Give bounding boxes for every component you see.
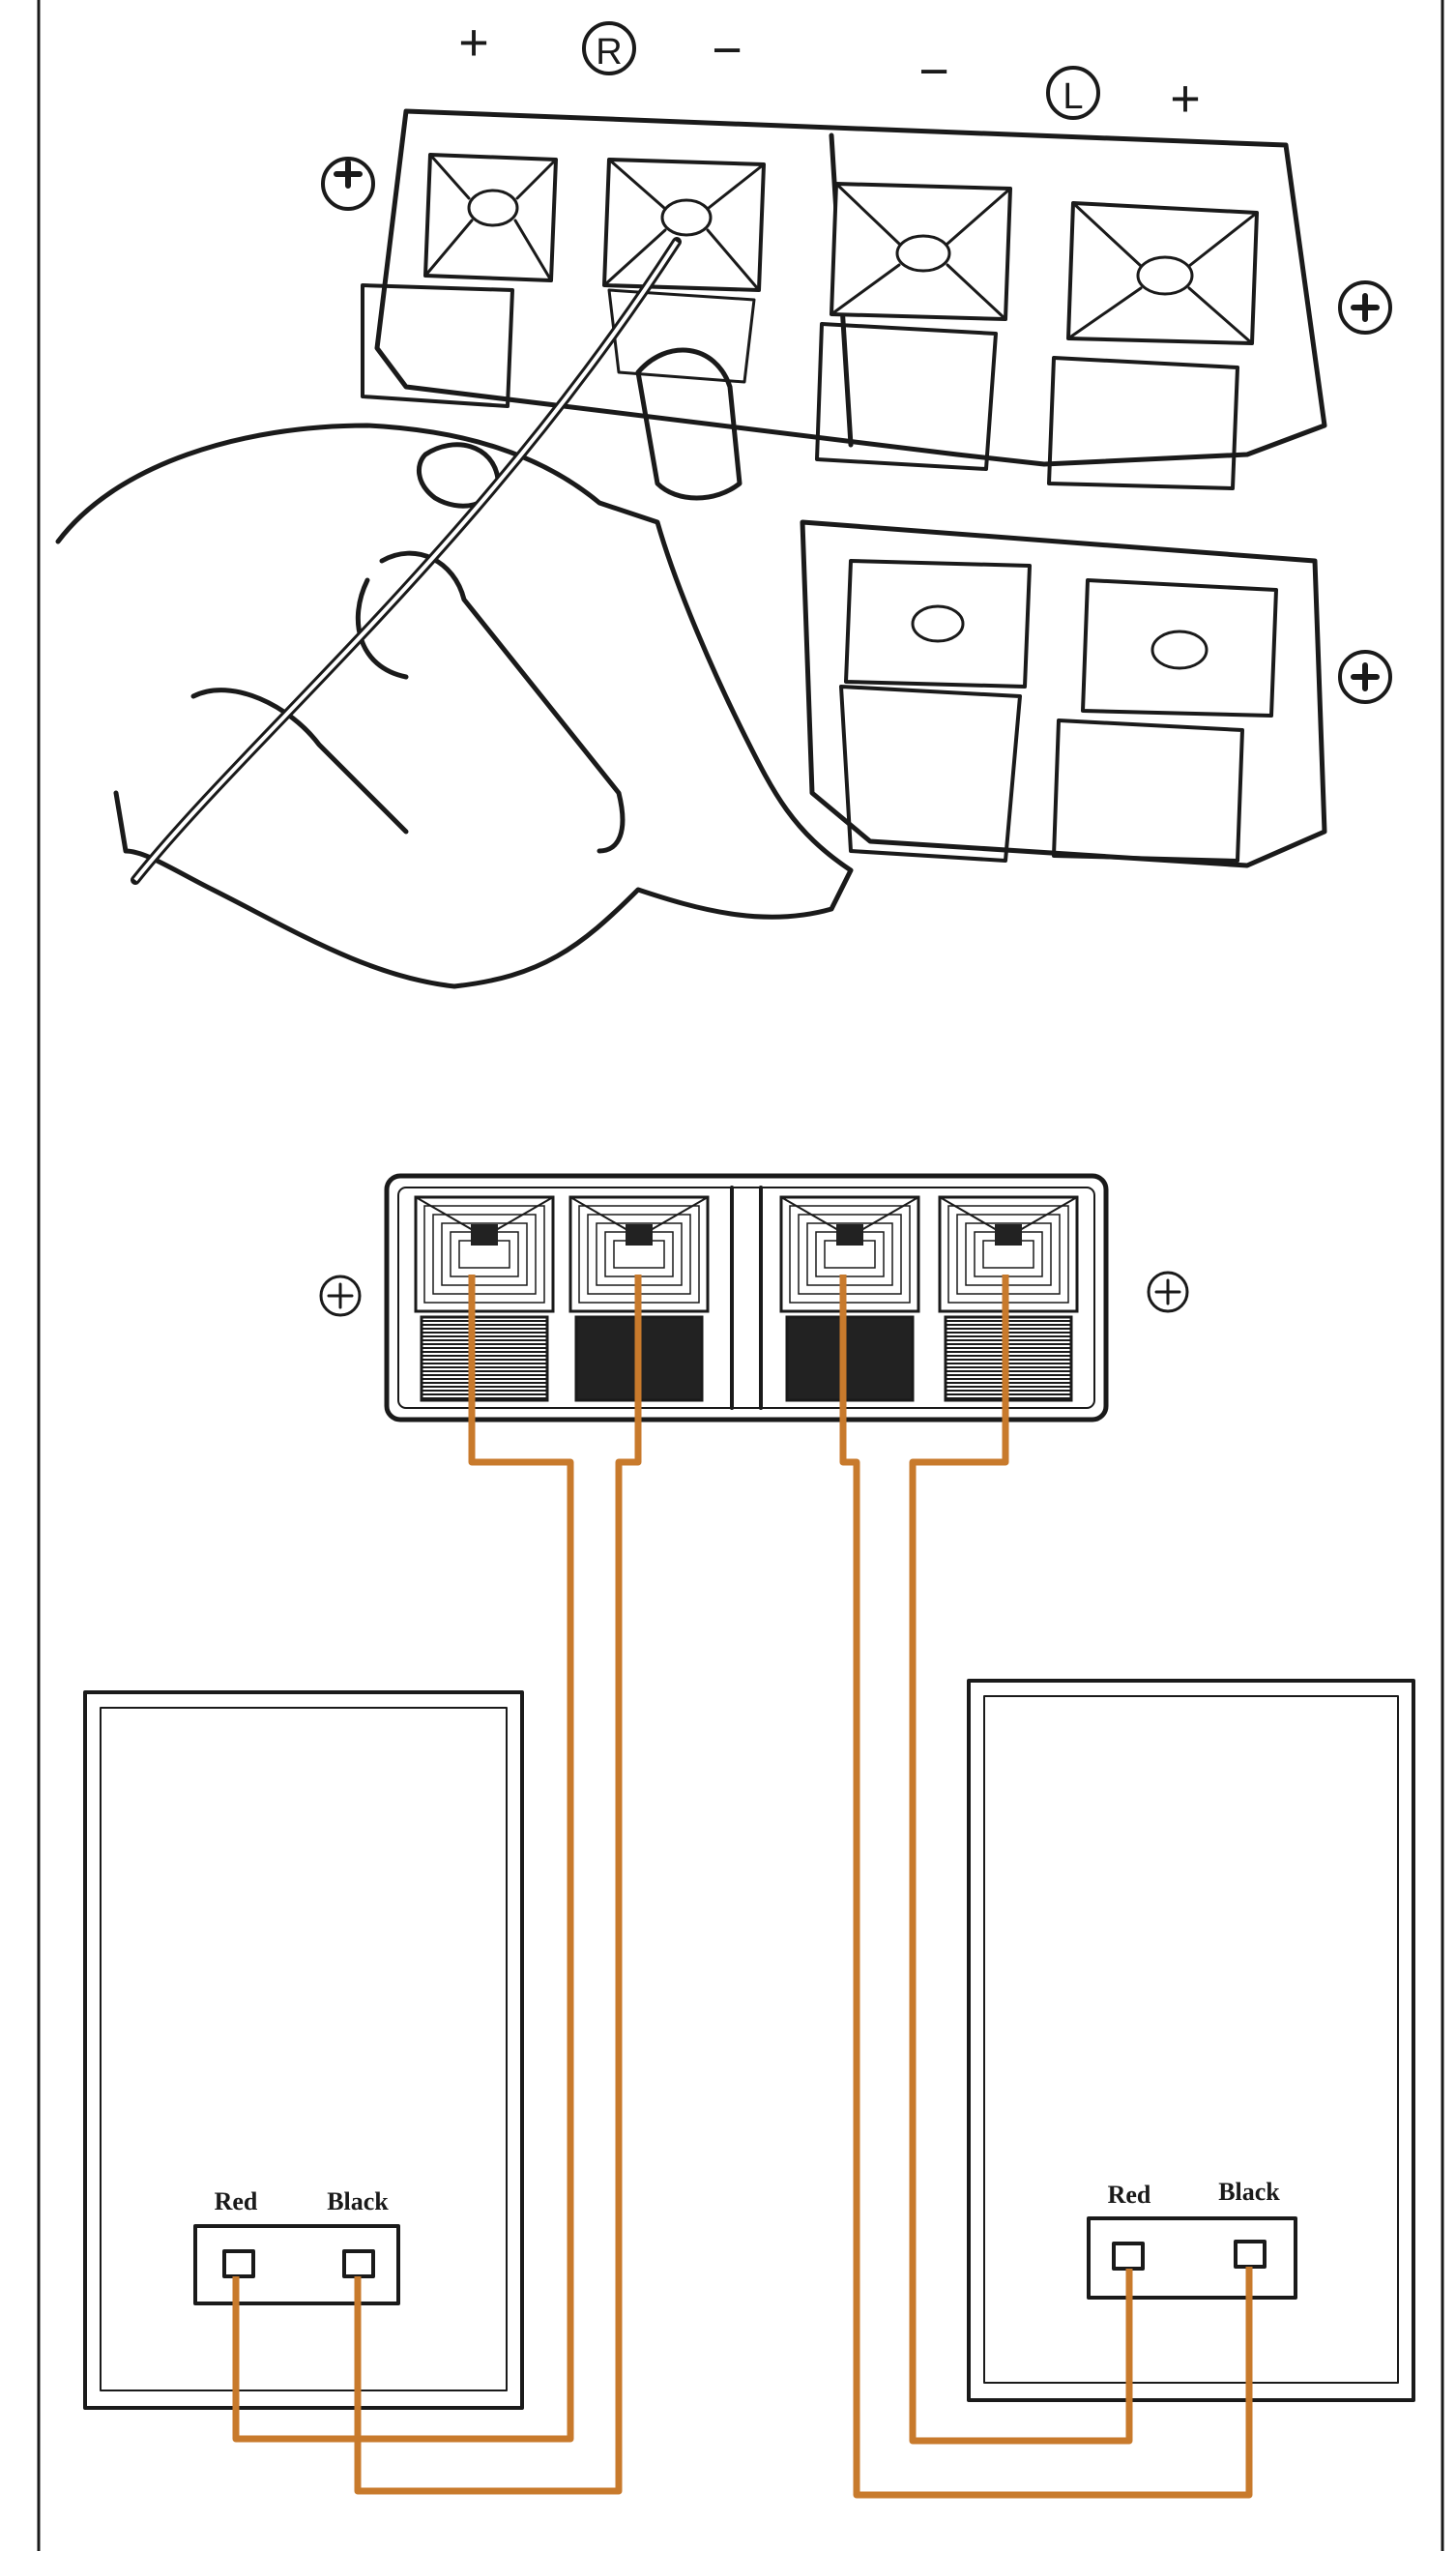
speaker-left: Red Black <box>83 1690 524 2410</box>
screw-icon <box>1338 280 1392 335</box>
speaker-left-red-terminal[interactable] <box>222 2249 255 2278</box>
wire-left-minus <box>839 1275 1253 2499</box>
speaker-left-red-label: Red <box>215 2187 258 2215</box>
screw-icon <box>1338 650 1392 704</box>
speaker-left-terminal-plate <box>193 2224 400 2305</box>
wire-right-minus <box>354 1275 642 2495</box>
channel-right-ring <box>582 21 636 75</box>
hand-illustration <box>55 347 854 989</box>
minus-left-label: − <box>918 43 949 101</box>
wire-right-plus <box>232 1275 574 2443</box>
plus-right-label: + <box>458 14 489 72</box>
speaker-left-black-label: Black <box>327 2187 389 2215</box>
screw-icon <box>319 1275 362 1317</box>
wire-set <box>232 1275 1253 2499</box>
screw-icon <box>1147 1271 1189 1313</box>
upper-terminal-block <box>374 108 1327 467</box>
terminal-right-plus[interactable] <box>414 1195 555 1402</box>
screw-icon <box>321 157 375 211</box>
speaker-right-red-terminal[interactable] <box>1112 2242 1145 2271</box>
amplifier-terminal-panel <box>384 1173 1109 1422</box>
terminal-left-minus[interactable] <box>779 1195 920 1402</box>
speaker-right-black-terminal[interactable] <box>1234 2240 1267 2269</box>
speaker-right-black-label: Black <box>1218 2178 1280 2206</box>
plus-left-label: + <box>1170 70 1201 128</box>
minus-right-label: − <box>712 21 743 79</box>
speaker-right: Red Black <box>967 1679 1415 2402</box>
channel-right-label: R <box>596 32 622 73</box>
speaker-right-red-label: Red <box>1108 2181 1151 2209</box>
top-terminal-illustration: + R − − L + <box>55 14 1392 989</box>
terminal-set <box>414 1195 1079 1402</box>
channel-left-ring <box>1046 66 1100 120</box>
wire-left-plus <box>909 1275 1133 2445</box>
lower-terminal-block <box>800 519 1327 868</box>
speaker-right-terminal-plate <box>1087 2216 1297 2300</box>
speaker-left-black-terminal[interactable] <box>342 2249 375 2278</box>
channel-left-label: L <box>1063 76 1083 117</box>
